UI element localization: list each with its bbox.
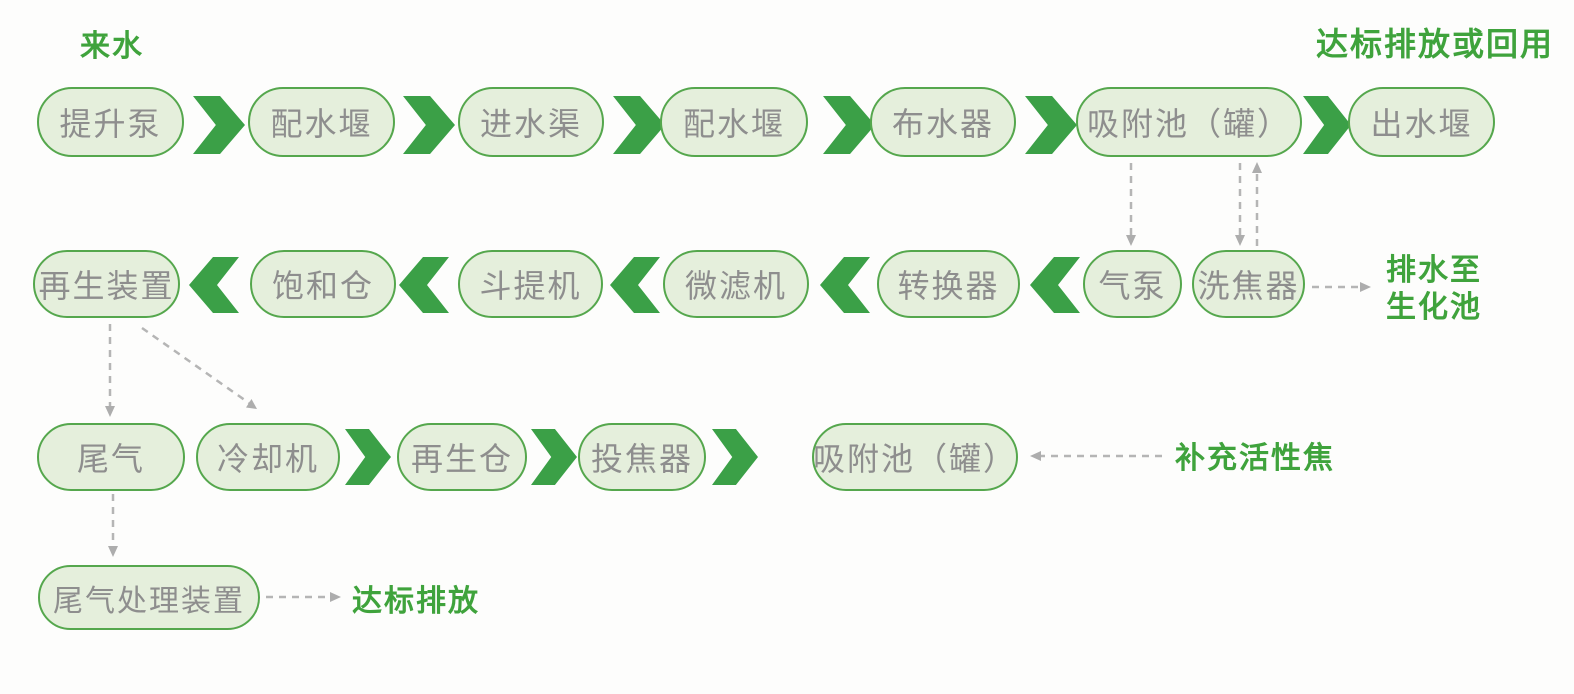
node-converter: 转换器 (877, 250, 1020, 318)
node-water-distributor: 布水器 (870, 87, 1016, 157)
node-adsorption-pool-1: 吸附池（罐） (1076, 87, 1302, 157)
connector-adsorption-to-air-pump (1126, 163, 1136, 246)
label-drain-line2: 生化池 (1386, 291, 1482, 324)
node-regeneration-bin: 再生仓 (397, 423, 527, 491)
node-coke-washer: 洗焦器 (1192, 250, 1305, 318)
chevron-right-icon (712, 429, 758, 485)
chevron-left-icon (1030, 257, 1080, 313)
label-drain-to-biochemical: 排水至 生化池 (1386, 252, 1482, 326)
label-discharge-or-reuse: 达标排放或回用 (1316, 26, 1555, 62)
node-inlet-channel: 进水渠 (458, 87, 604, 157)
node-distribution-weir-2: 配水堰 (660, 87, 808, 157)
connector-coke-washer-to-drain-label (1312, 282, 1371, 292)
connector-regeneration-to-tail-gas (105, 324, 115, 417)
connector-adsorption-to-coke-washer (1235, 163, 1245, 246)
node-regeneration-device: 再生装置 (33, 250, 180, 318)
node-saturation-bin: 饱和仓 (250, 250, 396, 318)
chevron-right-icon (403, 96, 455, 154)
label-final-discharge: 达标排放 (352, 585, 480, 618)
chevron-right-icon (345, 429, 391, 485)
node-adsorption-pool-2: 吸附池（罐） (812, 423, 1018, 491)
chevron-right-icon (531, 429, 577, 485)
node-microfilter: 微滤机 (663, 250, 809, 318)
connector-tail-gas-to-treatment (108, 494, 118, 557)
node-cooler: 冷却机 (196, 423, 340, 491)
label-drain-line1: 排水至 (1386, 254, 1482, 287)
chevron-right-icon (613, 96, 665, 154)
node-air-pump: 气泵 (1083, 250, 1182, 318)
node-tail-gas-treatment: 尾气处理装置 (38, 565, 260, 630)
connector-supplement-to-adsorption (1030, 451, 1162, 461)
chevron-right-icon (823, 96, 875, 154)
node-outlet-weir: 出水堰 (1348, 87, 1495, 157)
chevron-left-icon (399, 257, 449, 313)
connector-regeneration-to-cooler (141, 326, 257, 409)
chevron-left-icon (820, 257, 870, 313)
connector-treatment-to-discharge-label (266, 592, 341, 602)
label-coke-supplement: 补充活性焦 (1175, 442, 1335, 475)
chevron-left-icon (610, 257, 660, 313)
chevron-right-icon (1025, 96, 1077, 154)
connector-coke-washer-to-adsorption (1252, 162, 1262, 246)
chevron-right-icon (193, 96, 245, 154)
node-lift-pump: 提升泵 (37, 87, 184, 157)
node-bucket-elevator: 斗提机 (458, 250, 603, 318)
node-distribution-weir-1: 配水堰 (248, 87, 395, 157)
node-coke-feeder: 投焦器 (578, 423, 706, 491)
chevron-right-icon (1303, 96, 1351, 154)
label-incoming-water: 来水 (80, 30, 144, 63)
chevron-left-icon (189, 257, 239, 313)
node-tail-gas: 尾气 (37, 423, 185, 491)
